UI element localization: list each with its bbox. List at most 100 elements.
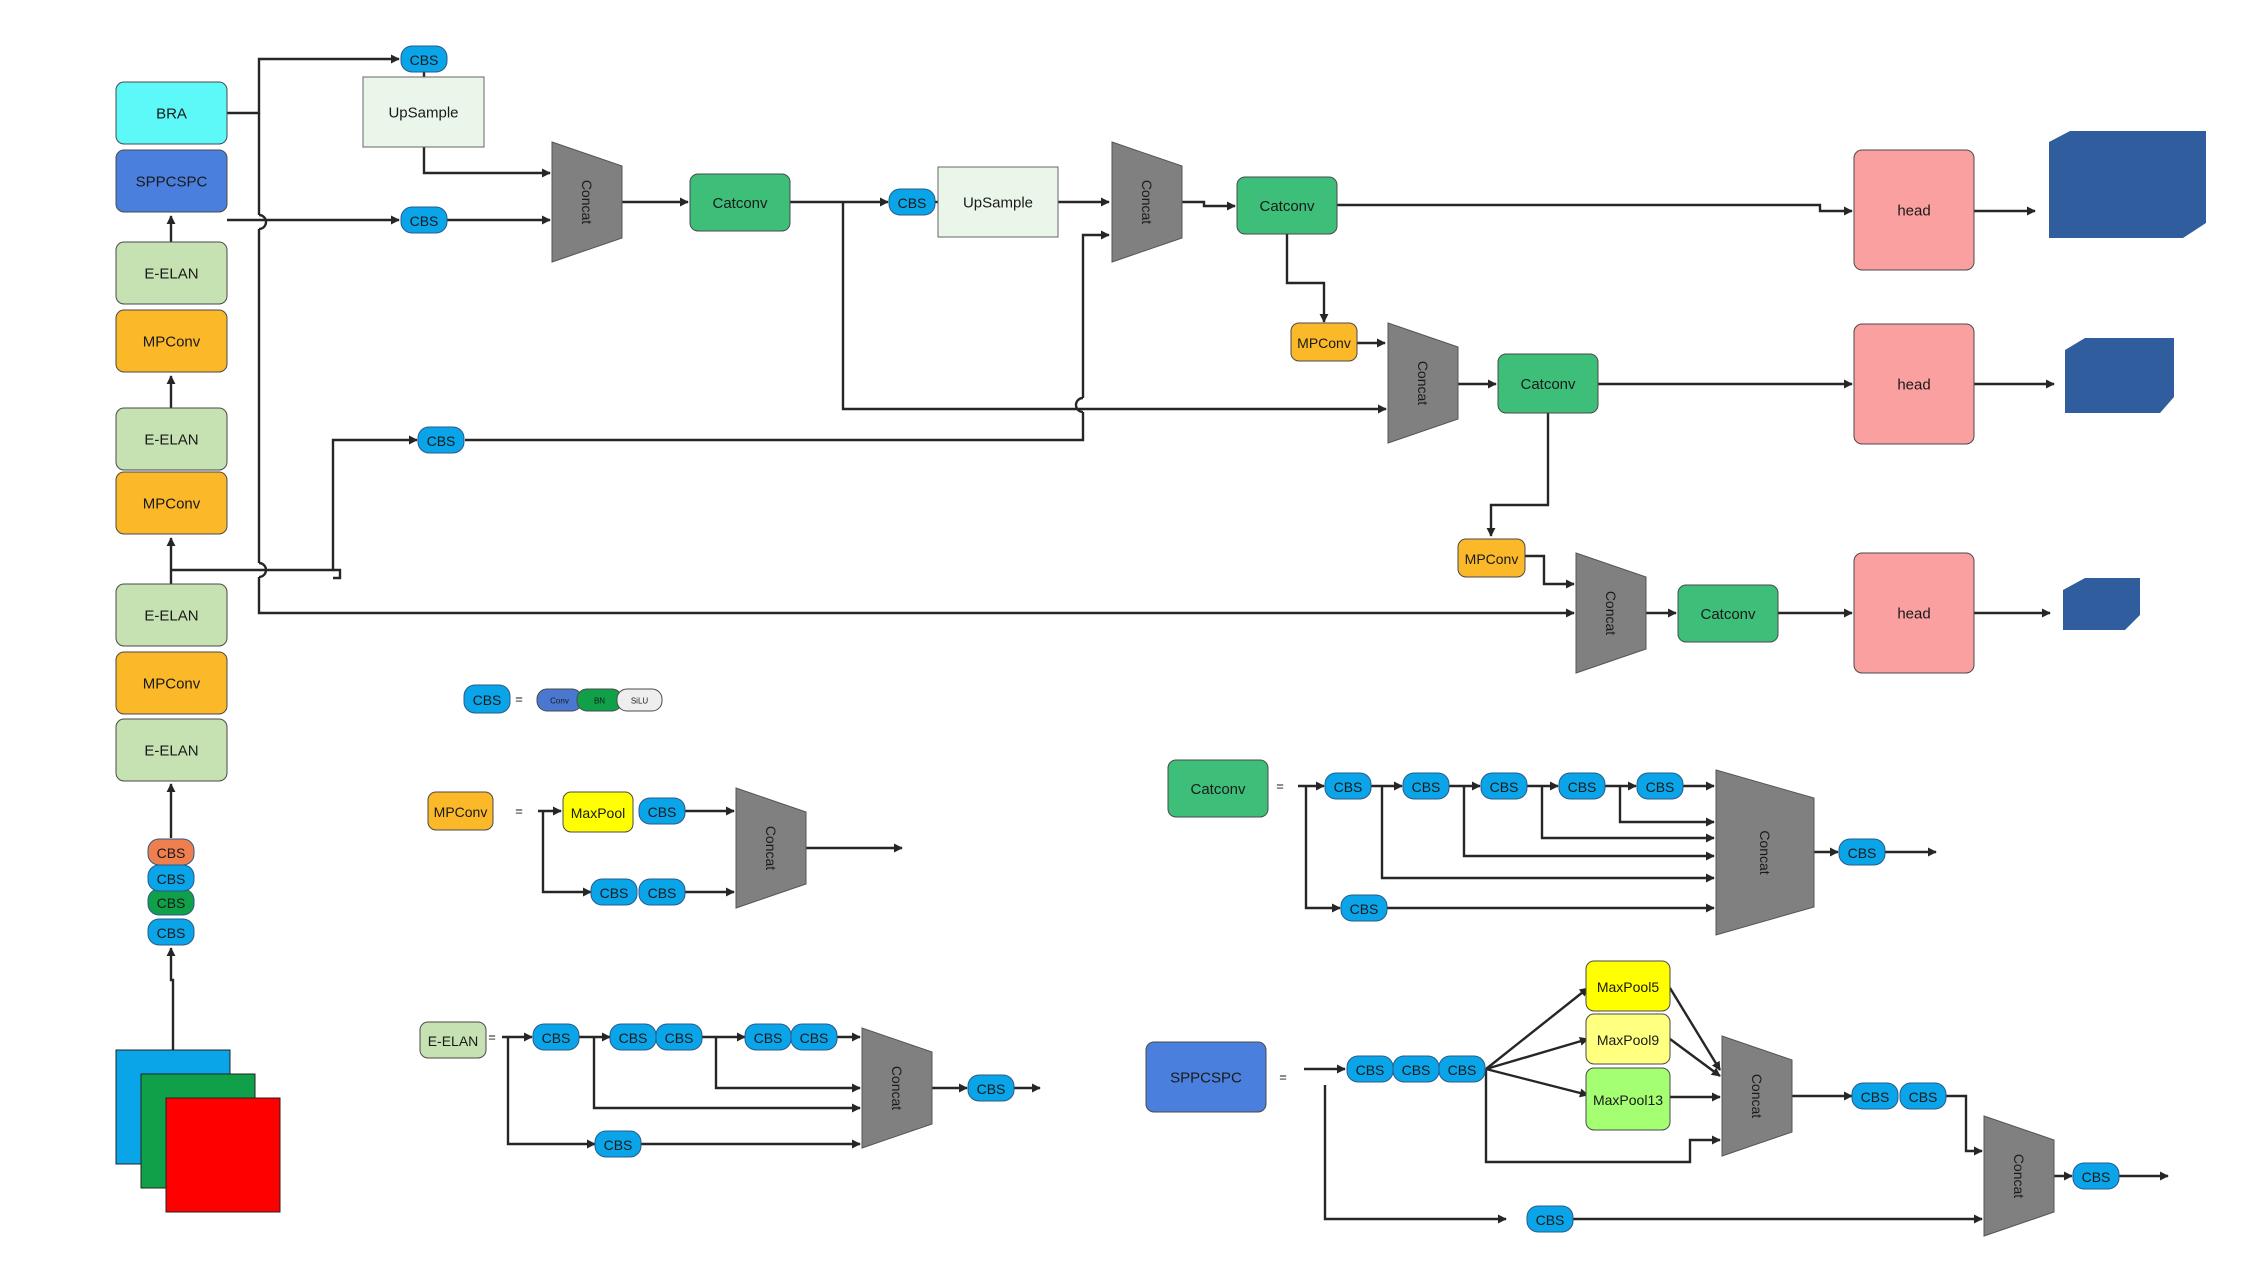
legend-catconv-cbs-5-label: CBS	[1646, 779, 1675, 795]
connector-hop	[258, 561, 268, 579]
stem-cbs-1: CBS	[147, 918, 195, 946]
legend-catconv-cbs-4-label: CBS	[1568, 779, 1597, 795]
neck-catconv-1: Catconv	[689, 173, 791, 232]
legend-sppcspc-concat-1: Concat	[1721, 1035, 1793, 1157]
legend-bn-label: BN	[594, 697, 605, 706]
neck-concat-3: Concat	[1387, 322, 1459, 444]
legend-catconv-cbs-6: CBS	[1340, 894, 1388, 922]
legend-sppcspc-label: SPPCSPC	[1170, 1070, 1242, 1087]
legend-maxpool9: MaxPool9	[1585, 1013, 1671, 1065]
legend-sppcspc-equals: =	[1279, 1070, 1287, 1085]
connector	[1484, 1069, 1721, 1164]
connector	[1525, 554, 1575, 589]
stem-cbs-4: CBS	[147, 838, 195, 866]
legend-sppcspc: SPPCSPC	[1145, 1041, 1267, 1113]
legend-sppcspc-cbs-7: CBS	[2072, 1162, 2120, 1190]
connector	[1462, 786, 1715, 861]
legend-eelan-cbs-3: CBS	[655, 1023, 703, 1051]
legend-mpconv-cbs-2-label: CBS	[600, 885, 629, 901]
connector	[1540, 786, 1715, 843]
legend-catconv-concat-label: Concat	[1757, 830, 1773, 874]
backbone-sppcspc: SPPCSPC	[115, 149, 228, 213]
legend-sppcspc-cbs-2-label: CBS	[1402, 1062, 1431, 1078]
backbone-mpconv-3: MPConv	[115, 309, 228, 373]
connector	[1323, 1085, 1507, 1224]
legend-mpconv-cbs-1-label: CBS	[648, 804, 677, 820]
backbone-eelan-3-label: E-ELAN	[144, 432, 198, 449]
legend-bn: BN	[576, 688, 623, 712]
neck-concat-2: Concat	[1111, 141, 1183, 263]
node-label: =	[1276, 779, 1284, 794]
neck-mpconv-2-label: MPConv	[1465, 551, 1519, 567]
legend-sppcspc-cbs-6: CBS	[1526, 1205, 1574, 1233]
legend-catconv-cbs-7-label: CBS	[1848, 845, 1877, 861]
head-2: head	[1853, 323, 1975, 445]
legend-catconv-concat: Concat	[1715, 769, 1815, 936]
connector	[1182, 200, 1236, 211]
connector	[506, 1037, 596, 1149]
neck-concat-1-label: Concat	[579, 180, 595, 224]
backbone-mpconv-3-label: MPConv	[143, 334, 201, 351]
legend-eelan-cbs-5-label: CBS	[800, 1030, 829, 1046]
backbone-sppcspc-label: SPPCSPC	[136, 174, 208, 191]
connector	[592, 1037, 861, 1113]
connector	[1380, 786, 1715, 883]
legend-catconv-cbs-5: CBS	[1636, 772, 1684, 800]
neck-cbs-top: CBS	[400, 45, 448, 73]
stem-cbs-2-label: CBS	[157, 895, 186, 911]
input-image-stack	[115, 1049, 281, 1213]
connector	[1618, 786, 1715, 827]
legend-mpconv-equals: =	[515, 804, 523, 819]
neck-cbs-3-label: CBS	[898, 195, 927, 211]
backbone-eelan-2-label: E-ELAN	[144, 608, 198, 625]
neck-cbs-3: CBS	[888, 188, 936, 216]
neck-cbs-2: CBS	[400, 206, 448, 234]
legend-cbs: CBS	[463, 684, 511, 714]
legend-eelan-cbs-7-label: CBS	[977, 1081, 1006, 1097]
backbone-eelan-2: E-ELAN	[115, 583, 228, 647]
neck-mpconv-2: MPConv	[1457, 538, 1526, 578]
backbone-eelan-4: E-ELAN	[115, 241, 228, 305]
connector	[1485, 1067, 1589, 1098]
legend-mpconv-cbs-3-label: CBS	[648, 885, 677, 901]
connector	[227, 54, 400, 115]
legend-catconv: Catconv	[1167, 759, 1269, 818]
legend-eelan-cbs-2-label: CBS	[619, 1030, 648, 1046]
backbone-eelan-3: E-ELAN	[115, 407, 228, 471]
output-feature-map-large	[2049, 131, 2206, 238]
legend-eelan-cbs-4-label: CBS	[754, 1030, 783, 1046]
legend-sppcspc-cbs-5-label: CBS	[1909, 1089, 1938, 1105]
legend-sppcspc-cbs-7-label: CBS	[2082, 1169, 2111, 1185]
neck-catconv-3: Catconv	[1497, 353, 1599, 414]
neck-catconv-4-label: Catconv	[1700, 606, 1756, 623]
connector	[166, 947, 176, 1050]
legend-sppcspc-cbs-2: CBS	[1392, 1055, 1440, 1083]
neck-cbs-4-label: CBS	[427, 433, 456, 449]
legend-catconv-cbs-6-label: CBS	[1350, 901, 1379, 917]
connector	[1485, 987, 1589, 1070]
legend-mpconv: MPConv	[427, 791, 494, 831]
legend-maxpool13: MaxPool13	[1585, 1067, 1671, 1131]
legend-eelan-cbs-1-label: CBS	[542, 1030, 571, 1046]
backbone-bra: BRA	[115, 81, 228, 145]
backbone-mpconv-1-label: MPConv	[143, 676, 201, 693]
legend-catconv-cbs-3-label: CBS	[1490, 779, 1519, 795]
stem-cbs-2: CBS	[147, 888, 195, 916]
connector	[257, 577, 1575, 618]
legend-sppcspc-cbs-5: CBS	[1899, 1082, 1947, 1110]
head-2-label: head	[1897, 377, 1930, 394]
neck-concat-1: Concat	[551, 141, 623, 263]
connector	[1669, 1038, 1721, 1077]
legend-mpconv-label: MPConv	[434, 804, 488, 820]
legend-sppcspc-cbs-3-label: CBS	[1448, 1062, 1477, 1078]
head-3-label: head	[1897, 606, 1930, 623]
legend-silu-label: SiLU	[631, 697, 649, 706]
legend-catconv-cbs-1: CBS	[1324, 772, 1372, 800]
neck-upsample-1: UpSample	[362, 76, 485, 148]
legend-sppcspc-cbs-4: CBS	[1851, 1082, 1899, 1110]
backbone-mpconv-2: MPConv	[115, 471, 228, 535]
node-label: =	[515, 692, 523, 707]
connector	[422, 147, 551, 178]
input-channel-red	[165, 1097, 281, 1213]
legend-mpconv-cbs-1: CBS	[638, 797, 686, 825]
